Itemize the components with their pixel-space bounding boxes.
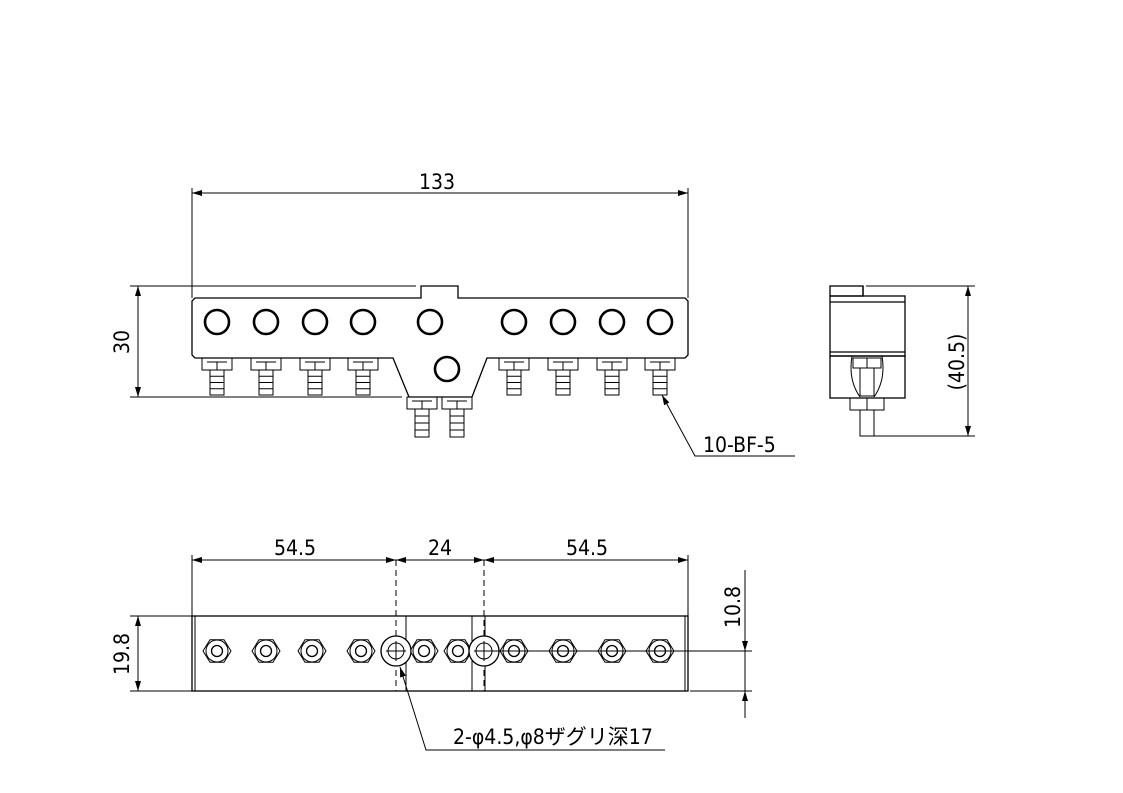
- barb-fitting: [644, 357, 676, 396]
- barb-fitting: [201, 357, 233, 396]
- leader-line: [399, 666, 665, 751]
- barb-fitting: [347, 357, 379, 396]
- barb-fittings: [201, 357, 676, 438]
- fitting-hex: [251, 639, 281, 663]
- fitting-hex: [346, 639, 376, 663]
- port-hole: [500, 308, 528, 336]
- fitting-callout-label: 10-BF-5: [703, 433, 776, 457]
- side-view: (40.5): [829, 285, 975, 437]
- fitting-hex: [443, 639, 473, 663]
- barb-fitting: [441, 396, 473, 438]
- port-hole: [598, 308, 626, 336]
- side-body: [829, 295, 906, 357]
- leader-line: [661, 394, 795, 457]
- dimension-left-label: 54.5: [274, 536, 316, 560]
- dimension-center-label: 24: [428, 536, 452, 560]
- barb-fitting: [498, 357, 530, 396]
- hole-callout-label: 2-φ4.5,φ8ザグリ深17: [453, 725, 653, 749]
- front-view: 133 30 10-BF-5: [110, 170, 795, 457]
- port-hole: [349, 308, 377, 336]
- port-hole: [203, 308, 231, 336]
- fitting-hex: [202, 639, 232, 663]
- counterbore-hole: [380, 635, 412, 667]
- barb-fitting: [547, 357, 579, 396]
- barb-fitting: [250, 357, 282, 396]
- barb-fitting: [406, 396, 438, 438]
- bottom-port: [433, 355, 461, 383]
- port-hole: [252, 308, 280, 336]
- top-body: [191, 615, 689, 692]
- fitting-hex: [409, 639, 439, 663]
- dimension-depth-label: 19.8: [110, 633, 134, 675]
- port-hole: [301, 308, 329, 336]
- dimension-hole-offset-label: 10.8: [721, 586, 745, 628]
- dimension-width-label: 133: [419, 170, 455, 194]
- dimension-side-height-label: (40.5): [945, 334, 969, 391]
- dimension-right-label: 54.5: [566, 536, 608, 560]
- top-ports: [203, 308, 674, 336]
- barb-fitting: [596, 357, 628, 396]
- manifold-body-outline: [191, 285, 689, 398]
- port-hole: [646, 308, 674, 336]
- port-hole: [549, 308, 577, 336]
- port-hole: [416, 308, 444, 336]
- barb-fitting: [299, 357, 331, 396]
- top-view: 54.5 24 54.5 19.8 10.8 2-φ4.5,φ8ザグリ深17: [110, 536, 752, 751]
- dimension-height-label: 30: [110, 330, 134, 354]
- fitting-hex: [297, 639, 327, 663]
